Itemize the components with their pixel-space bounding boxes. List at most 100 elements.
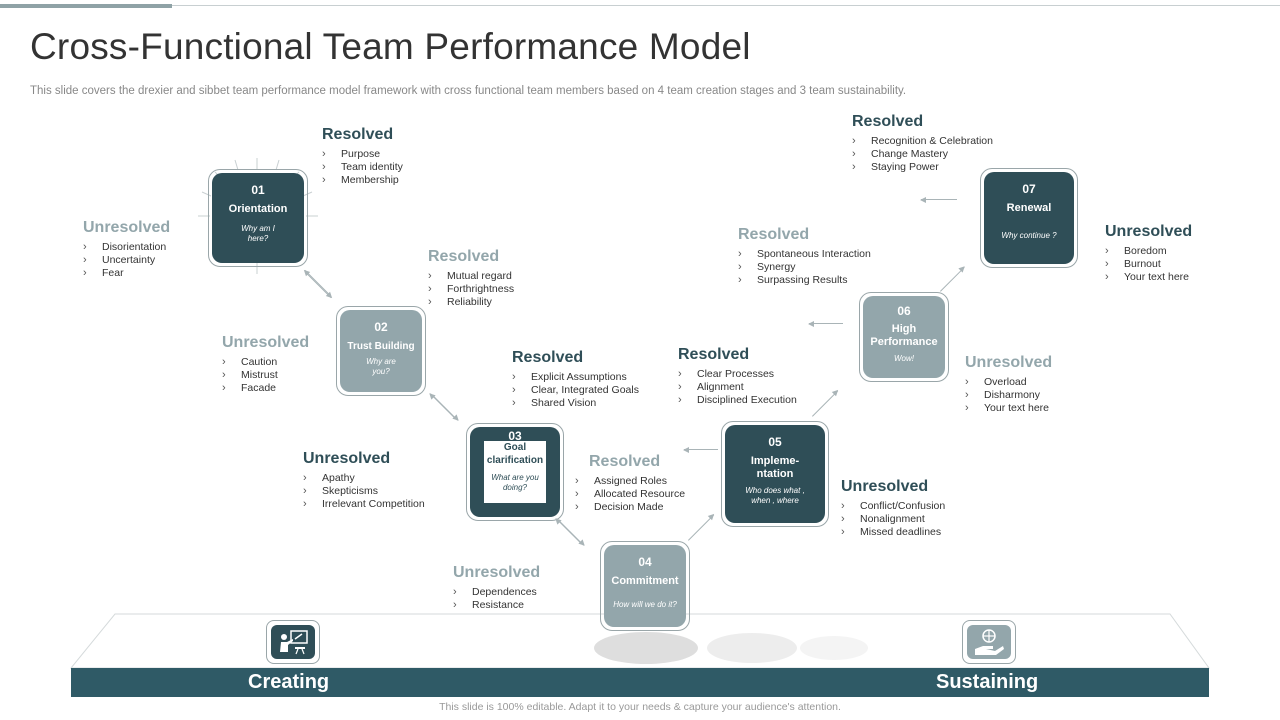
stage-number: 03	[508, 429, 522, 443]
list-item: Boredom	[1105, 245, 1192, 258]
stage-name: Impleme-ntation	[750, 455, 800, 480]
group-heading: Unresolved	[841, 478, 929, 495]
stage-05-implementation[interactable]: 05 Impleme-ntation Who does what , when …	[721, 421, 829, 527]
stage7-unresolved: Unresolved Boredom Burnout Your text her…	[1105, 223, 1192, 284]
stage3-inner-panel: Goal clarification What are you doing?	[484, 441, 546, 503]
list-item: Disorientation	[83, 241, 170, 254]
list-item: Membership	[322, 174, 403, 187]
list-item: Reliability	[428, 296, 514, 309]
stage5-unresolved: Unresolved Conflict/Confusion Nonalignme…	[841, 478, 945, 539]
list-item: Staying Power	[852, 161, 993, 174]
stage2-unresolved: Unresolved Caution Mistrust Facade	[222, 334, 309, 395]
stage-name: High Performance	[870, 323, 938, 348]
list-item: Alignment	[678, 381, 797, 394]
stage3-unresolved: Unresolved Apathy Skepticisms Irrelevant…	[303, 450, 425, 511]
stage-question: Wow!	[894, 354, 914, 363]
stage2-resolved: Resolved Mutual regard Forthrightness Re…	[428, 248, 514, 309]
group-heading: Resolved	[678, 346, 750, 363]
list-item: Nonalignment	[841, 513, 945, 526]
stage-question: Why are you?	[366, 357, 396, 376]
list-item: Skepticisms	[303, 485, 425, 498]
stage-number: 05	[768, 435, 782, 449]
stage-number: 01	[251, 183, 265, 197]
group-heading: Unresolved	[303, 450, 391, 467]
stage-03-goal-clarification[interactable]: 03 Goal clarification What are you doing…	[466, 423, 564, 521]
stage-question: Why am I here?	[241, 224, 275, 243]
stage-01-orientation[interactable]: 01 Orientation Why am I here?	[208, 169, 308, 267]
list-item: Your text here	[1105, 271, 1192, 284]
list-item: Missed deadlines	[841, 526, 945, 539]
list-item: Caution	[222, 356, 309, 369]
stage-question: Why continue ?	[1001, 231, 1057, 240]
list-item: Assigned Roles	[575, 475, 685, 488]
stage5-resolved: Resolved Clear Processes Alignment Disci…	[678, 346, 797, 407]
list-item: Facade	[222, 382, 309, 395]
sustaining-label: Sustaining	[936, 671, 1039, 693]
hand-holding-globe-icon	[962, 620, 1016, 664]
list-item: Disharmony	[965, 389, 1052, 402]
page-subtitle: This slide covers the drexier and sibbet…	[30, 85, 907, 97]
arrow-6-to-left	[809, 323, 843, 324]
list-item: Team identity	[322, 161, 403, 174]
list-item: Conflict/Confusion	[841, 500, 945, 513]
group-heading: Unresolved	[453, 564, 541, 581]
group-heading: Resolved	[589, 453, 661, 470]
list-item: Allocated Resource	[575, 488, 685, 501]
stage-06-high-performance[interactable]: 06 High Performance Wow!	[859, 292, 949, 382]
presentation-icon	[266, 620, 320, 664]
stage1-resolved: Resolved Purpose Team identity Membershi…	[322, 126, 403, 187]
list-item: Synergy	[738, 261, 871, 274]
group-heading: Unresolved	[1105, 223, 1193, 240]
stage4-unresolved: Unresolved Dependences Resistance	[453, 564, 540, 612]
stage-number: 07	[1022, 182, 1036, 196]
arrow-7-to-left	[921, 199, 957, 200]
page-title: Cross-Functional Team Performance Model	[30, 26, 751, 67]
list-item: Surpassing Results	[738, 274, 871, 287]
list-item: Recognition & Celebration	[852, 135, 993, 148]
list-item: Burnout	[1105, 258, 1192, 271]
list-item: Overload	[965, 376, 1052, 389]
top-accent-bar	[0, 4, 172, 8]
stage7-resolved: Resolved Recognition & Celebration Chang…	[852, 113, 993, 174]
stage-number: 02	[374, 320, 388, 334]
stage-number: 04	[638, 555, 652, 569]
group-heading: Resolved	[428, 248, 500, 265]
list-item: Mistrust	[222, 369, 309, 382]
stage6-resolved: Resolved Spontaneous Interaction Synergy…	[738, 226, 871, 287]
stage-question: How will we do it?	[613, 600, 677, 609]
list-item: Apathy	[303, 472, 425, 485]
list-item: Purpose	[322, 148, 403, 161]
group-heading: Resolved	[738, 226, 810, 243]
list-item: Decision Made	[575, 501, 685, 514]
stage-07-renewal[interactable]: 07 Renewal Why continue ?	[980, 168, 1078, 268]
group-heading: Resolved	[512, 349, 584, 366]
list-item: Clear Processes	[678, 368, 797, 381]
stage-name: Renewal	[1006, 202, 1052, 214]
stage6-unresolved: Unresolved Overload Disharmony Your text…	[965, 354, 1052, 415]
stage3-resolved: Resolved Explicit Assumptions Clear, Int…	[512, 349, 639, 410]
stage-question: Who does what , when , where	[745, 486, 805, 505]
stage-04-commitment[interactable]: 04 Commitment How will we do it?	[600, 541, 690, 631]
list-item: Fear	[83, 267, 170, 280]
list-item: Your text here	[965, 402, 1052, 415]
stage-number: 06	[897, 304, 911, 318]
list-item: Disciplined Execution	[678, 394, 797, 407]
group-heading: Resolved	[852, 113, 924, 130]
footer-note: This slide is 100% editable. Adapt it to…	[439, 701, 841, 713]
list-item: Shared Vision	[512, 397, 639, 410]
list-item: Clear, Integrated Goals	[512, 384, 639, 397]
stage-name: Commitment	[611, 575, 679, 587]
stage-name: Trust Building	[347, 341, 415, 352]
list-item: Spontaneous Interaction	[738, 248, 871, 261]
list-item: Mutual regard	[428, 270, 514, 283]
list-item: Explicit Assumptions	[512, 371, 639, 384]
stage1-unresolved: Unresolved Disorientation Uncertainty Fe…	[83, 219, 170, 280]
group-heading: Unresolved	[965, 354, 1053, 371]
group-heading: Unresolved	[222, 334, 310, 351]
list-item: Uncertainty	[83, 254, 170, 267]
stage-02-trust-building[interactable]: 02 Trust Building Why are you?	[336, 306, 426, 396]
stage-name: Orientation	[228, 203, 288, 215]
stage4-resolved: Resolved Assigned Roles Allocated Resour…	[575, 453, 685, 514]
list-item: Resistance	[453, 599, 540, 612]
